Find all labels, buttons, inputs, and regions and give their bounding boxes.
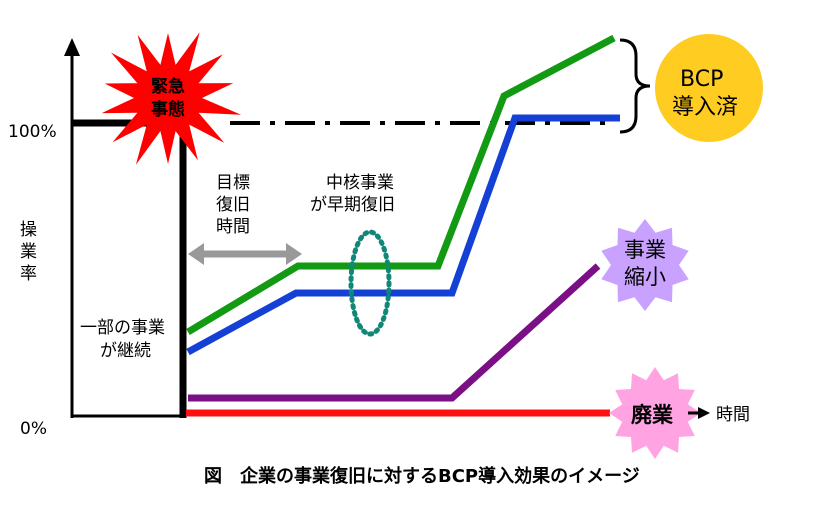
shrink-badge: 事業 縮小 [601,219,689,311]
y-axis-label-2: 業 [20,242,37,262]
line-shrink [188,263,601,402]
target-time-label-1: 目標 [216,173,250,193]
figure-caption: 図 企業の事業復旧に対するBCP導入効果のイメージ [204,465,640,487]
emergency-starburst: 緊急 事態 [101,32,242,165]
bcp-label-1: BCP [680,67,723,92]
abolish-label: 廃業 [631,403,674,427]
y-axis-label-3: 率 [20,264,37,284]
y-tick-100: 100% [8,122,57,142]
x-axis-arrowhead [698,407,710,419]
partial-label-2: が継続 [100,341,151,361]
core-business-ellipse [348,229,392,337]
emergency-label-1: 緊急 [151,76,185,97]
partial-label-bg [78,314,176,364]
shrink-label-2: 縮小 [624,265,666,289]
abolish-badge: 廃業 [609,367,701,459]
bcp-brace [619,38,651,134]
line-green [186,34,616,336]
bcp-badge [655,34,763,142]
target-time-label-2: 復旧 [216,195,250,215]
line-blue [186,114,620,356]
emergency-label-2: 事態 [151,99,185,120]
y-axis-label-1: 操 [20,220,37,240]
shrink-label-1: 事業 [624,238,666,262]
partial-label-1: 一部の事業 [80,318,165,338]
y-tick-0: 0% [20,419,47,439]
target-time-arrow [188,243,302,265]
core-business-label-1: 中核事業 [326,173,394,193]
target-time-label-3: 時間 [216,217,250,237]
bcp-label-2: 導入済 [672,95,738,120]
x-axis-label: 時間 [716,405,750,425]
y-axis-arrowhead [64,38,80,56]
core-business-label-2: が早期復旧 [310,195,395,215]
